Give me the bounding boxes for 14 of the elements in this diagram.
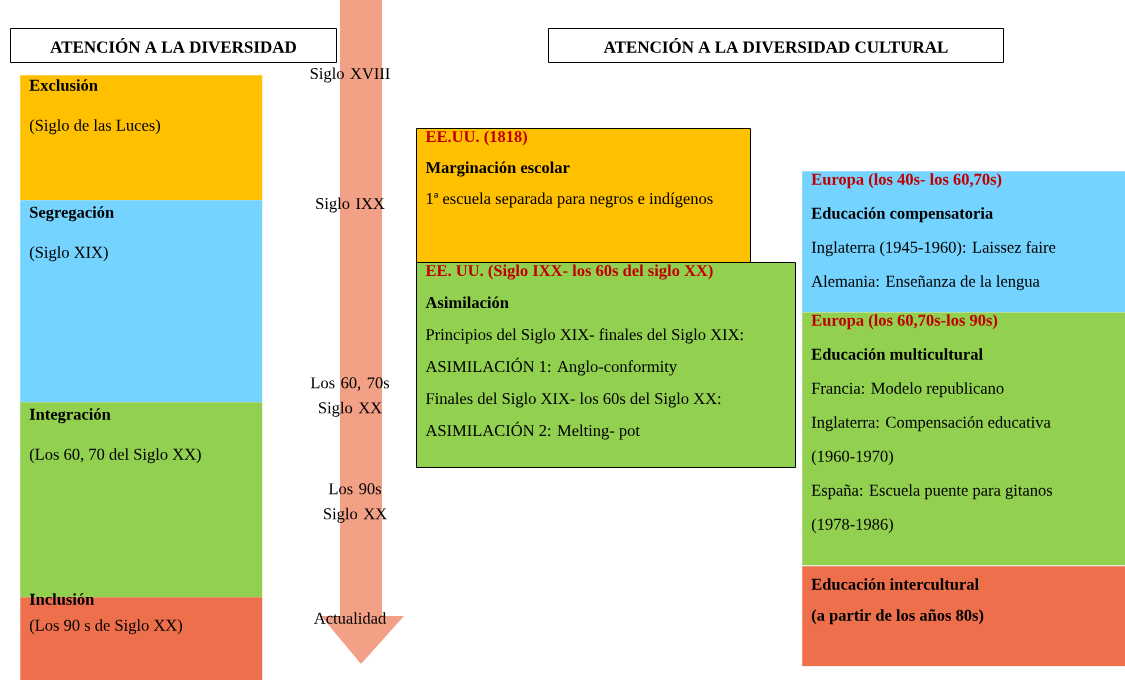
info-box: Europa (los 60,70s-los 90s) Educación multicultural Francia: Modelo republicano Inglaterra: Compensación educativa (1960-1970) España: Escuela puente para gitanos (1978-1986) (802, 312, 1125, 566)
info-box: Educación intercultural (a partir de los años 80s) (802, 566, 1125, 667)
period-box: Exclusión (Siglo de las Luces) (20, 75, 263, 201)
timeline-label: Siglo XVIII (310, 67, 390, 83)
timeline-label: Los 90s Siglo XX (324, 483, 387, 523)
timeline-label: Actualidad (313, 612, 386, 624)
timeline-label: Los 60, 70s Siglo XX (310, 377, 390, 417)
info-box: EE. UU. (Siglo IXX- los 60s del siglo XX) Asimilación Principios del Siglo XIX- finales del Siglo XIX: ASIMILACIÓN 1: Anglo-conformity Finales del Siglo XIX- los 60s del Siglo XX: ASIMILACIÓN 2: Melting- pot (416, 262, 796, 468)
timeline-label: Siglo IXX (316, 197, 385, 213)
period-box: Segregación (Siglo XIX) (20, 200, 263, 403)
info-box: EE.UU. (1818) Marginación escolar 1ª escuela separada para negros e indígenos (416, 128, 751, 263)
title-box: ATENCIÓN A LA DIVERSIDAD CULTURAL (548, 28, 1004, 63)
title-box: ATENCIÓN A LA DIVERSIDAD (10, 28, 337, 63)
info-box: Europa (los 40s- los 60,70s) Educación compensatoria Inglaterra (1945-1960): Laissez faire Alemania: Enseñanza de la lengua (802, 171, 1125, 313)
